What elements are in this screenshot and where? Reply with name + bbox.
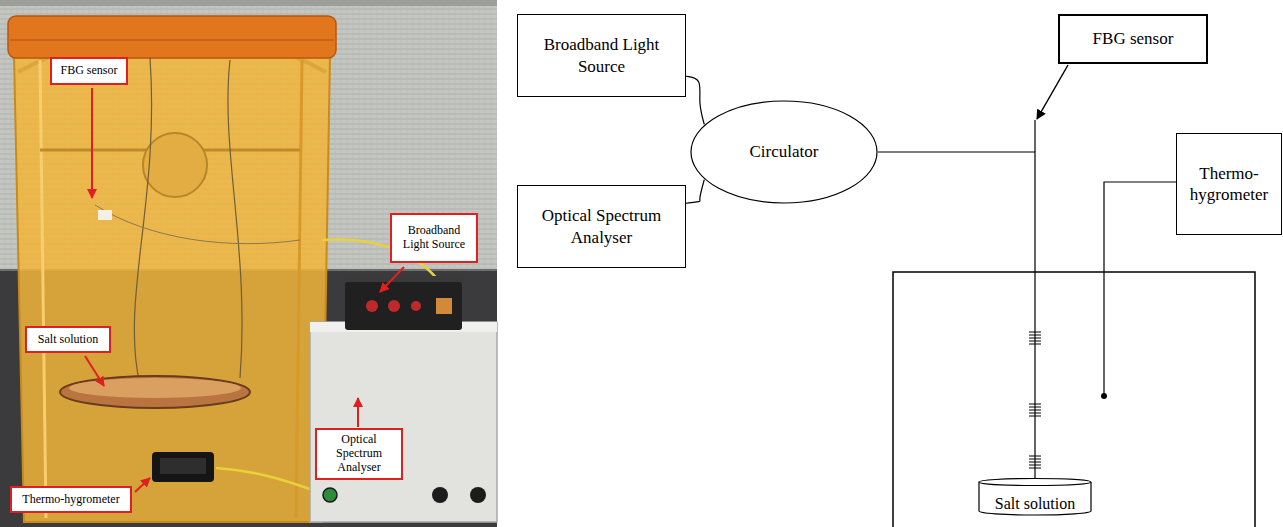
node-label: Optical Spectrum Analyser: [321, 433, 397, 474]
fibre-connector: [436, 298, 452, 314]
window-frame: [0, 0, 497, 6]
optical-fibre: [95, 205, 300, 244]
probe-wire: [1104, 182, 1176, 394]
sensor-box: FBG sensor: [1058, 14, 1208, 64]
photo-callout: Optical Spectrum Analyser: [315, 428, 403, 480]
photo-callout: Broadband Light Source: [390, 213, 478, 263]
leader-arrow: [1037, 65, 1068, 119]
node-text-wrap: FBG sensor: [1070, 28, 1196, 49]
node-text-wrap: Broadband Light Source: [528, 34, 675, 77]
patch-cord: [216, 468, 318, 492]
node-label: Circulator: [718, 141, 850, 162]
node-label: Salt solution: [31, 333, 105, 347]
node-text-wrap: Thermo-hygrometer: [1187, 163, 1271, 206]
ellipse-outline: [691, 101, 877, 203]
device-display: [160, 458, 206, 474]
optical-fibre: [134, 58, 151, 385]
node-text-wrap: Salt solution: [984, 495, 1086, 513]
callout-arrow: [91, 88, 93, 198]
node-text-wrap: Optical Spectrum Analyser: [321, 433, 397, 474]
salt-dish: [60, 376, 250, 408]
photo-callout: Thermo-hygrometer: [10, 486, 132, 513]
node-text-wrap: Circulator: [718, 141, 850, 162]
node-text-wrap: Salt solution: [31, 333, 105, 347]
bucket-lid: [8, 16, 336, 58]
callout-arrow: [357, 398, 359, 427]
bucket-body: [14, 55, 330, 522]
device-box: Broadband Light Source: [517, 14, 686, 97]
node-text-wrap: FBG sensor: [56, 64, 122, 78]
node-text-wrap: Broadband Light Source: [396, 224, 472, 252]
node-label: Thermo-hygrometer: [1187, 163, 1271, 206]
bucket-rib: [40, 60, 46, 518]
probe-dot: [1101, 393, 1107, 399]
bucket-rib: [296, 60, 302, 518]
photo-callout: Salt solution: [25, 326, 111, 353]
node-text-wrap: Thermo-hygrometer: [16, 493, 126, 507]
device-box: Thermo-hygrometer: [1176, 133, 1282, 235]
thermo-hygrometer-device: [152, 452, 214, 482]
fibre-line: [1034, 120, 1035, 152]
humidity-chamber: [893, 272, 1255, 527]
spectrum-analyser-device: [310, 322, 497, 522]
optical-fibre: [228, 60, 242, 378]
red-button: [411, 301, 421, 311]
photo-callout: FBG sensor: [50, 57, 128, 85]
cylinder-body: [979, 482, 1091, 515]
fibre-connector: [878, 152, 1035, 479]
node-label: Thermo-hygrometer: [16, 493, 126, 507]
circulator-ellipse: Circulator: [690, 100, 878, 204]
node-label: Optical Spectrum Analyser: [528, 205, 675, 248]
node-text-wrap: Optical Spectrum Analyser: [528, 205, 675, 248]
node-label: Salt solution: [984, 495, 1086, 513]
callout-arrow: [85, 356, 104, 386]
device-socket: [432, 487, 448, 503]
fibre-connector: [686, 76, 704, 124]
salt-dish-inner: [69, 378, 241, 398]
fibre-connector: [686, 180, 704, 204]
device-box: Optical Spectrum Analyser: [517, 185, 686, 268]
node-label: Broadband Light Source: [528, 34, 675, 77]
node-label: FBG sensor: [56, 64, 122, 78]
tape: [98, 210, 112, 220]
node-label: Broadband Light Source: [396, 224, 472, 252]
salt-dish-cylinder: Salt solution: [978, 478, 1092, 516]
lid-rim: [10, 39, 334, 41]
device-socket: [470, 487, 486, 503]
node-label: FBG sensor: [1070, 28, 1196, 49]
fibre-holder: [143, 133, 207, 197]
callout-arrow: [135, 478, 150, 492]
red-button: [388, 300, 400, 312]
light-source-device: [345, 282, 462, 330]
red-button: [366, 300, 378, 312]
cylinder-top: [979, 479, 1091, 486]
callout-arrow: [380, 267, 404, 292]
green-connector: [323, 488, 337, 502]
